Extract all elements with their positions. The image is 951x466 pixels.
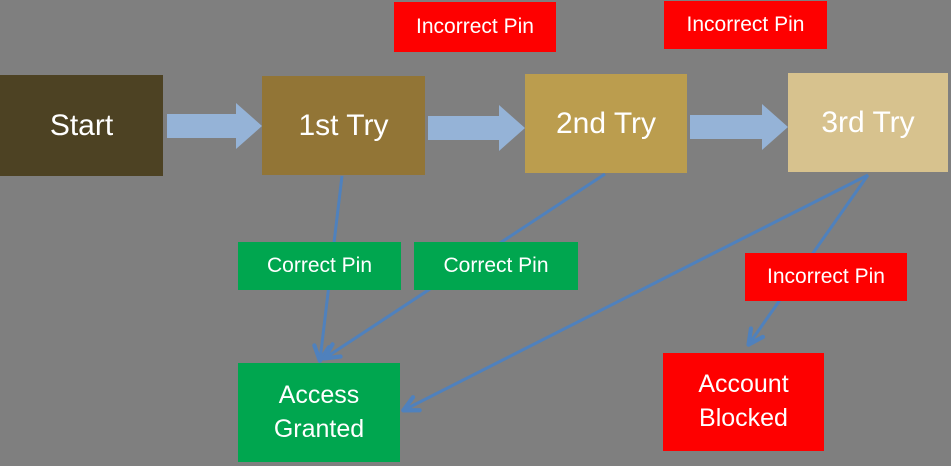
node-start-label: Start [49,108,114,142]
arrow-try2-to-try3 [690,104,788,150]
node-first-try: 1st Try [262,76,425,175]
node-first-try-label: 1st Try [298,108,389,142]
node-account-blocked-label: Account Blocked [698,370,789,432]
edge-label-correct-pin-1: Correct Pin [238,242,401,290]
edge-label-correct-pin-2-text: Correct Pin [443,254,549,277]
edge-label-incorrect-pin-3: Incorrect Pin [745,253,907,301]
edge-label-correct-pin-2: Correct Pin [414,242,578,290]
node-second-try: 2nd Try [525,74,687,173]
node-third-try-label: 3rd Try [821,105,915,139]
edge-label-incorrect-pin-2: Incorrect Pin [664,1,827,49]
edge-label-incorrect-pin-2-text: Incorrect Pin [686,13,805,36]
edge-label-correct-pin-1-text: Correct Pin [266,254,373,277]
node-access-granted-label: Access Granted [273,380,365,443]
node-access-granted: Access Granted [238,363,400,462]
edge-label-incorrect-pin-1-text: Incorrect Pin [416,15,534,38]
arrow-start-to-try1 [167,103,262,149]
arrow-try1-to-try2 [428,105,525,151]
edge-label-incorrect-pin-3-text: Incorrect Pin [767,265,885,288]
node-account-blocked: Account Blocked [663,353,824,451]
node-second-try-label: 2nd Try [555,106,657,140]
node-start: Start [0,75,163,176]
node-third-try: 3rd Try [788,73,948,172]
edge-label-incorrect-pin-1: Incorrect Pin [394,2,556,52]
connector-try3-to-access-granted [401,173,869,413]
